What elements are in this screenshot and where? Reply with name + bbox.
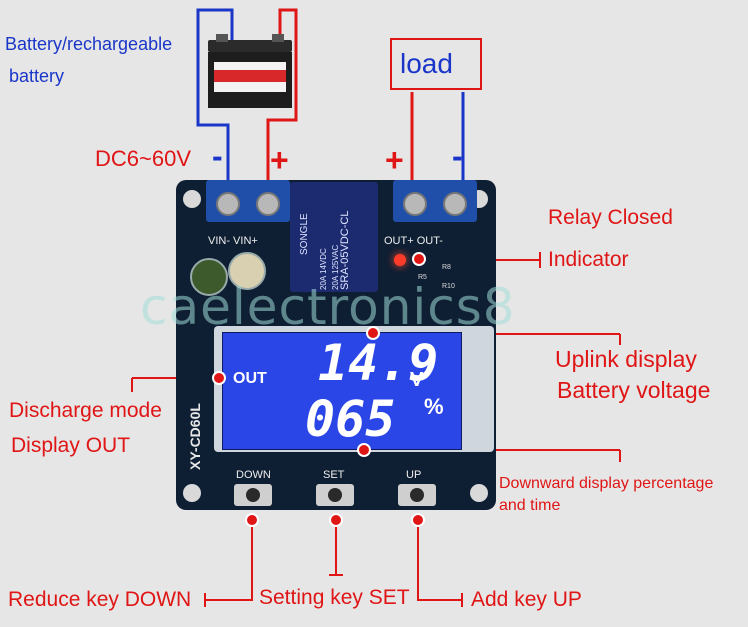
down-button[interactable] [234, 484, 272, 506]
indicator-label: Indicator [548, 248, 629, 271]
up-key-dot [411, 513, 425, 527]
discharge-dot [212, 371, 226, 385]
relay [290, 182, 378, 292]
indicator-dot [412, 252, 426, 266]
up-key-pointer [417, 520, 462, 601]
out-terminal-block [393, 180, 477, 222]
relay-closed-label: Relay Closed [548, 206, 673, 229]
downward-label-line2: and time [499, 497, 561, 514]
uplink-dot [366, 326, 380, 340]
discharge-label-line2: Display OUT [11, 434, 131, 457]
lcd-out-label: OUT [233, 370, 267, 387]
vin-minus-sign: - [212, 138, 223, 174]
discharge-label-line1: Discharge mode [9, 399, 162, 422]
smd-r10: R10 [442, 283, 455, 290]
smd-r5: R5 [418, 274, 427, 281]
lcd-bottom-value: 065 [305, 390, 396, 448]
battery-label-line1: Battery/rechargeable [5, 34, 173, 54]
capacitor [190, 258, 228, 296]
vin-plus-sign: + [270, 142, 289, 178]
lcd-top-value: 14.9 [318, 334, 439, 392]
btn-set-label: SET [323, 469, 345, 481]
load-box [390, 38, 482, 90]
downward-label-line1: Downward display percentage [499, 475, 714, 492]
out-minus-sign: - [452, 138, 463, 174]
out-plus-sign: + [385, 142, 404, 178]
out-terminal-label: OUT+ OUT- [384, 235, 443, 247]
lcd-top-unit: V [410, 369, 424, 391]
lcd-bottom-unit: % [424, 394, 444, 419]
battery-label-line2: battery [9, 66, 65, 86]
btn-up-label: UP [406, 469, 422, 481]
reduce-key-label: Reduce key DOWN [8, 588, 192, 611]
smd-r8: R8 [442, 264, 451, 271]
btn-down-label: DOWN [236, 469, 271, 481]
load-label: load [400, 48, 453, 79]
vin-terminal-block [206, 180, 290, 222]
uplink-label-line1: Uplink display [555, 346, 697, 372]
down-key-pointer [205, 520, 253, 601]
down-key-dot [245, 513, 259, 527]
uplink-label-line2: Battery voltage [557, 377, 711, 403]
vin-terminal-label: VIN- VIN+ [208, 235, 258, 247]
mount-hole [183, 484, 201, 502]
watermark: caelectronics8 [140, 278, 516, 336]
set-button[interactable] [316, 484, 354, 506]
set-key-dot [329, 513, 343, 527]
add-key-label: Add key UP [471, 588, 582, 611]
dc-voltage-label: DC6~60V [95, 146, 192, 171]
setting-key-label: Setting key SET [259, 586, 410, 609]
relay-brand-label: SONGLE [299, 213, 310, 255]
board-model-label: XY-CD60L [187, 403, 203, 470]
up-button[interactable] [398, 484, 436, 506]
capacitor [228, 252, 266, 290]
battery-image [208, 34, 292, 108]
battery-negative-wire [196, 8, 234, 195]
lcd-screen [222, 332, 462, 450]
mount-hole [183, 190, 201, 208]
mount-hole [470, 484, 488, 502]
relay-led [394, 254, 406, 266]
downward-dot [357, 443, 371, 457]
battery-positive-wire [266, 8, 298, 200]
